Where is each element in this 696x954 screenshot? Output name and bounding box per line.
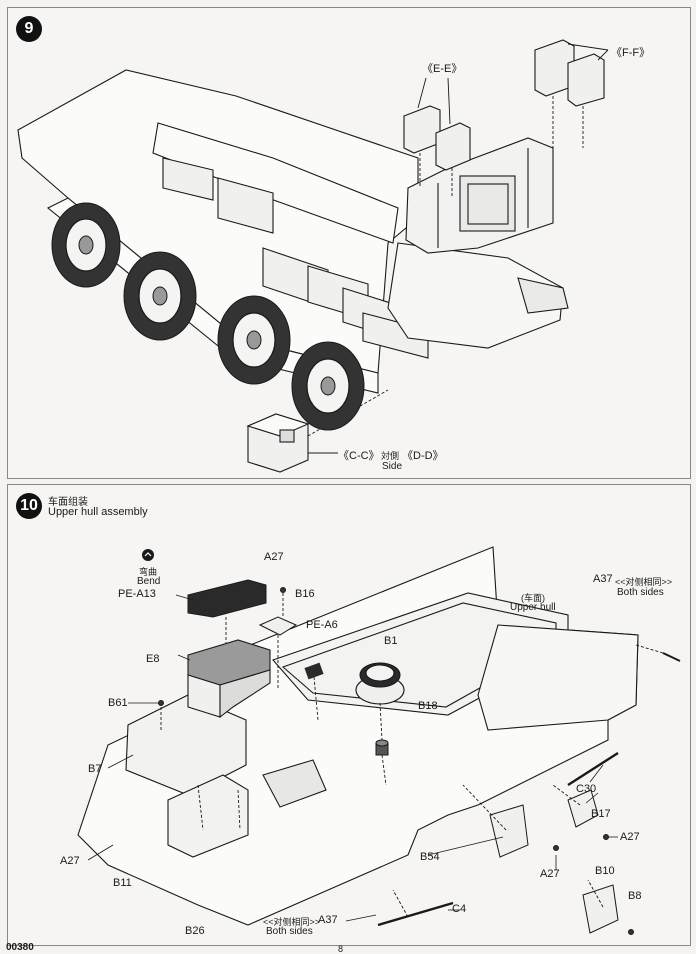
label-both-sides-bottom: Both sides (266, 926, 313, 937)
label-b11: B11 (113, 877, 132, 889)
label-b17: B17 (591, 808, 611, 820)
label-pe-a6: PE-A6 (306, 619, 338, 631)
footer-code: 00380 (6, 942, 34, 953)
label-a27-right: A27 (620, 831, 640, 843)
label-b10: B10 (595, 865, 615, 877)
step-10-title: Upper hull assembly (48, 506, 148, 518)
step-10-illustration (77, 546, 681, 935)
label-a27-top: A27 (264, 551, 284, 563)
label-d-d: 《D-D》 (402, 450, 444, 462)
step-number-10: 10 (16, 493, 42, 519)
label-opposite-side-cn: 対側 (381, 451, 400, 461)
label-b18: B18 (418, 700, 438, 712)
wheels (51, 202, 365, 431)
label-b16: B16 (295, 588, 315, 600)
label-both-sides-top: Both sides (617, 587, 664, 598)
step-number-9: 9 (16, 16, 42, 42)
label-b7: B7 (88, 763, 102, 775)
step-9-illustration (17, 39, 609, 473)
label-a37-top: A37 (593, 573, 613, 585)
label-c-c: 《C-C》 (338, 450, 380, 462)
label-a27-mid: A27 (540, 868, 560, 880)
label-bend-cn: 弯曲 (139, 567, 158, 577)
label-b1: B1 (384, 635, 398, 647)
label-upper-hull-cn: (车面) (521, 593, 545, 603)
label-both-sides-cn-bottom: <<对侧相同>> (263, 917, 321, 927)
label-a27-left: A27 (60, 855, 80, 867)
label-c4: C4 (452, 903, 467, 915)
label-bend: Bend (137, 576, 161, 587)
label-e8: E8 (146, 653, 160, 665)
label-b61: B61 (108, 697, 128, 709)
page-number: 8 (338, 944, 344, 954)
label-f-f: 《F-F》 (611, 47, 651, 59)
label-b26: B26 (185, 925, 205, 937)
step-9-panel: 9 (7, 7, 691, 479)
label-b8: B8 (628, 890, 642, 902)
label-upper-hull: Upper hull (510, 602, 556, 613)
label-side: Side (382, 461, 403, 472)
bend-icon (142, 549, 154, 561)
label-e-e: 《E-E》 (422, 63, 463, 75)
label-a37-bottom: A37 (318, 914, 338, 926)
label-pe-a13: PE-A13 (118, 588, 156, 600)
label-c30: C30 (576, 783, 597, 795)
label-both-sides-cn-top: <<对侧相同>> (615, 577, 673, 587)
label-b54: B54 (420, 851, 440, 863)
step-10-title-cn: 车面组装 (48, 497, 88, 508)
step-10-panel: 10 车面组装 Upper hull assembly (7, 484, 691, 946)
